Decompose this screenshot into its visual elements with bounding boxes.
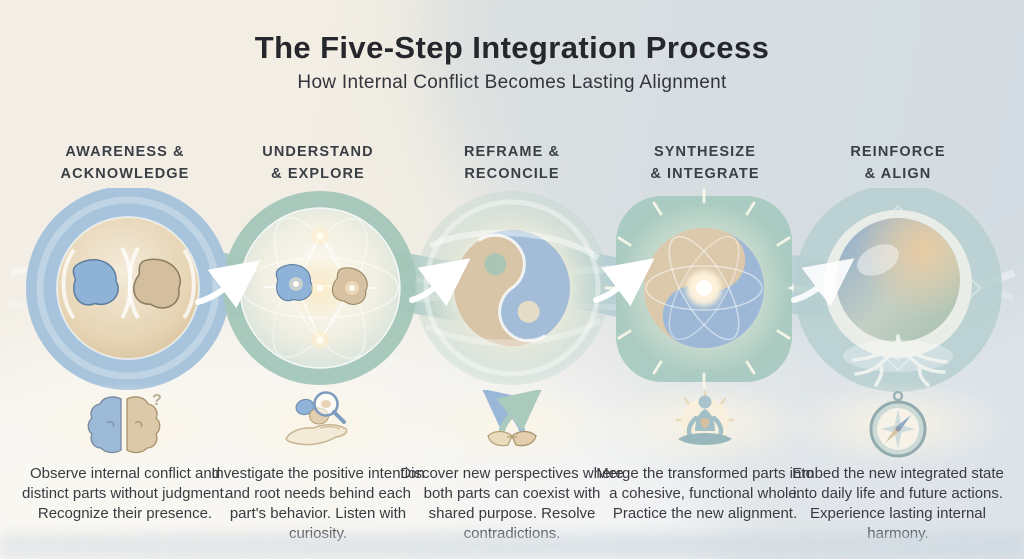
heading-line-1: UNDERSTAND <box>262 144 374 160</box>
heading-line-2: ACKNOWLEDGE <box>60 165 190 182</box>
meditation-heart-icon <box>595 381 815 467</box>
heading-line-2: & INTEGRATE <box>650 165 760 182</box>
step-description: Merge the transformed parts into a cohes… <box>596 465 814 522</box>
stage-reframe-circle <box>415 191 609 385</box>
step-description: Observe internal conflict and distinct p… <box>22 465 228 522</box>
heading-line-1: REFRAME & <box>463 144 561 160</box>
network-nodes <box>289 227 359 349</box>
step-description: Investigate the positive intention and r… <box>211 465 425 542</box>
step-heading: UNDERSTAND & EXPLORE <box>208 142 428 186</box>
compass-icon <box>788 381 1008 467</box>
page-subtitle: How Internal Conflict Becomes Lasting Al… <box>297 72 727 93</box>
flow-arrows <box>195 258 855 309</box>
page-title: The Five-Step Integration Process <box>254 30 770 65</box>
question-mark-glyph: ? <box>152 392 162 409</box>
stage-awareness-circle <box>26 188 230 390</box>
handshake-crossed-arrows-icon <box>402 381 622 467</box>
step-heading: REINFORCE & ALIGN <box>788 142 1008 186</box>
heading-line-1: AWARENESS & <box>65 144 185 160</box>
step-description: Discover new perspectives where both par… <box>400 465 624 542</box>
step-heading: REFRAME & RECONCILE <box>402 142 622 186</box>
background-bottom-strip <box>0 533 1024 559</box>
stage-understand-circle <box>223 191 417 385</box>
hand-magnifier-icon <box>208 381 428 467</box>
stage-reinforce-circle <box>794 188 1002 392</box>
roots <box>852 334 948 387</box>
stage-synthesize-panel <box>604 188 804 389</box>
heading-line-1: SYNTHESIZE <box>653 144 757 160</box>
heading-line-2: & ALIGN <box>864 165 932 182</box>
step-description: Embed the new integrated state into dail… <box>792 465 1004 542</box>
step-heading: AWARENESS & ACKNOWLEDGE <box>15 142 235 186</box>
heading-line-2: & EXPLORE <box>271 165 365 182</box>
heading-line-2: RECONCILE <box>464 165 560 182</box>
heading-line-1: REINFORCE <box>850 144 946 160</box>
process-flow-illustration <box>9 188 1016 392</box>
split-brain-question-icon: ? <box>15 381 235 467</box>
step-heading: SYNTHESIZE & INTEGRATE <box>595 142 815 186</box>
